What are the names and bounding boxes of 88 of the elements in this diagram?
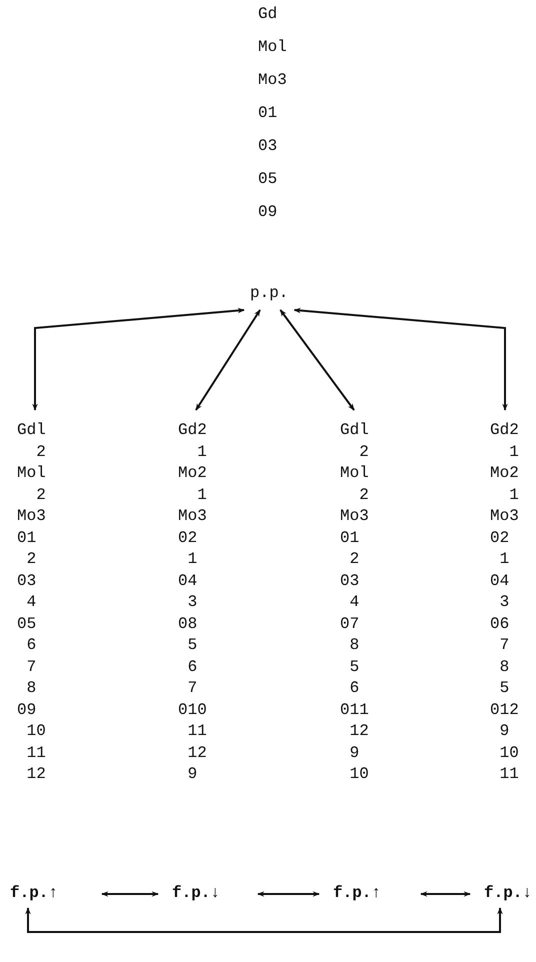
column-entry: 05 [17,614,36,634]
column-entry: 6 [350,678,360,699]
column-entry: 07 [340,614,360,634]
column-entry: 4 [26,592,36,613]
double-arrow [294,308,508,411]
column-entry: 04 [490,570,510,592]
column-entry: 7 [188,678,198,699]
column-entry: 3 [500,592,510,613]
column-entry: 2 [359,484,369,506]
column-entry: Mol [17,463,46,484]
column-entry: 10 [26,721,46,742]
node-label: f.p.↓ [480,880,536,908]
element-label: Gd [258,4,278,24]
column-entry: 5 [350,656,360,678]
column-entry: 01 [340,528,360,548]
column-entry: 12 [350,721,369,742]
column-entry: 8 [26,678,36,699]
column-entry: Gd2 [178,420,207,441]
column-entry: 1 [509,442,519,462]
element-label: Mol [258,37,287,57]
node-label: f.p.↑ [6,880,62,908]
column-entry: 11 [188,721,207,742]
column-entry: 1 [188,549,198,570]
column-entry: 02 [490,528,510,548]
column-entry: 9 [350,742,360,764]
column-entry: 09 [17,700,36,720]
double-arrow [32,308,245,411]
column-entry: 9 [188,764,198,785]
column-entry: 01 [17,528,36,548]
column-entry: 8 [500,656,510,678]
column-entry: 06 [490,614,510,634]
node-label: p.p. [240,280,298,310]
column-entry: 012 [490,700,519,720]
column-entry: 5 [188,635,198,656]
column-entry: 3 [188,592,198,613]
column-entry: 12 [26,764,46,785]
column-entry: 11 [500,764,519,785]
column-entry: 4 [350,592,360,613]
column-entry: Mo3 [17,506,46,527]
element-label: Mo3 [258,70,287,90]
double-arrow [280,309,355,411]
column-entry: Mo3 [340,506,369,527]
column-entry: 03 [340,570,360,592]
column-entry: 02 [178,528,198,548]
column-entry: 7 [26,656,36,678]
column-entry: 04 [178,570,198,592]
column-entry: 2 [36,442,46,462]
column-entry: 2 [26,549,36,570]
double-arrow [420,891,471,897]
column-entry: 6 [188,656,198,678]
column-entry: 9 [500,721,510,742]
column-entry: Mo3 [178,506,207,527]
column-entry: 6 [26,635,36,656]
double-arrow [257,891,320,897]
column-entry: 011 [340,700,369,720]
column-entry: Gdl [17,420,46,441]
element-label: 01 [258,103,278,123]
column-entry: 08 [178,614,198,634]
element-label: 05 [258,169,278,189]
column-entry: 11 [26,742,46,764]
double-arrow [195,309,261,411]
element-label: 09 [258,202,278,222]
column-entry: 2 [350,549,360,570]
column-entry: Mo3 [490,506,519,527]
column-entry: 1 [197,484,207,506]
column-entry: 10 [350,764,369,785]
node-label: f.p.↓ [168,880,224,908]
column-entry: 5 [500,678,510,699]
node-label: f.p.↑ [329,880,386,908]
double-arrow [25,907,503,933]
double-arrow [101,891,159,897]
column-entry: Mo2 [490,463,519,484]
column-entry: 8 [350,635,360,656]
column-entry: Gd2 [490,420,519,441]
column-entry: Gdl [340,420,369,441]
column-entry: 10 [500,742,519,764]
column-entry: 12 [188,742,207,764]
column-entry: 1 [500,549,510,570]
column-entry: 7 [500,635,510,656]
column-entry: 2 [359,442,369,462]
column-entry: Mol [340,463,369,484]
column-entry: 03 [17,570,36,592]
column-entry: 2 [36,484,46,506]
column-entry: 1 [509,484,519,506]
column-entry: 010 [178,700,207,720]
column-entry: 1 [197,442,207,462]
element-label: 03 [258,136,278,156]
column-entry: Mo2 [178,463,207,484]
